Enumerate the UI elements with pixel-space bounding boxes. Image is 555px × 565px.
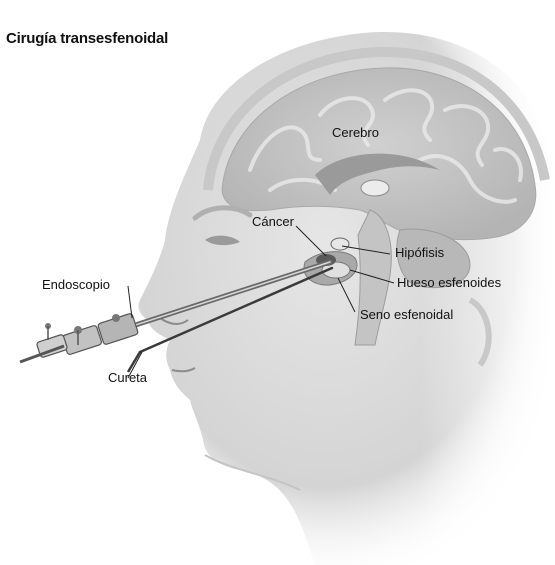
label-cancer: Cáncer (252, 214, 294, 229)
label-hueso-esfenoides: Hueso esfenoides (397, 275, 501, 290)
label-seno-esfenoidal: Seno esfenoidal (360, 307, 453, 322)
label-cureta: Cureta (108, 370, 147, 385)
pituitary-gland (331, 238, 349, 250)
label-endoscopio: Endoscopio (42, 277, 110, 292)
diagram-title: Cirugía transesfenoidal (6, 30, 168, 47)
label-hipofisis: Hipófisis (395, 245, 444, 260)
label-cerebro: Cerebro (332, 125, 379, 140)
